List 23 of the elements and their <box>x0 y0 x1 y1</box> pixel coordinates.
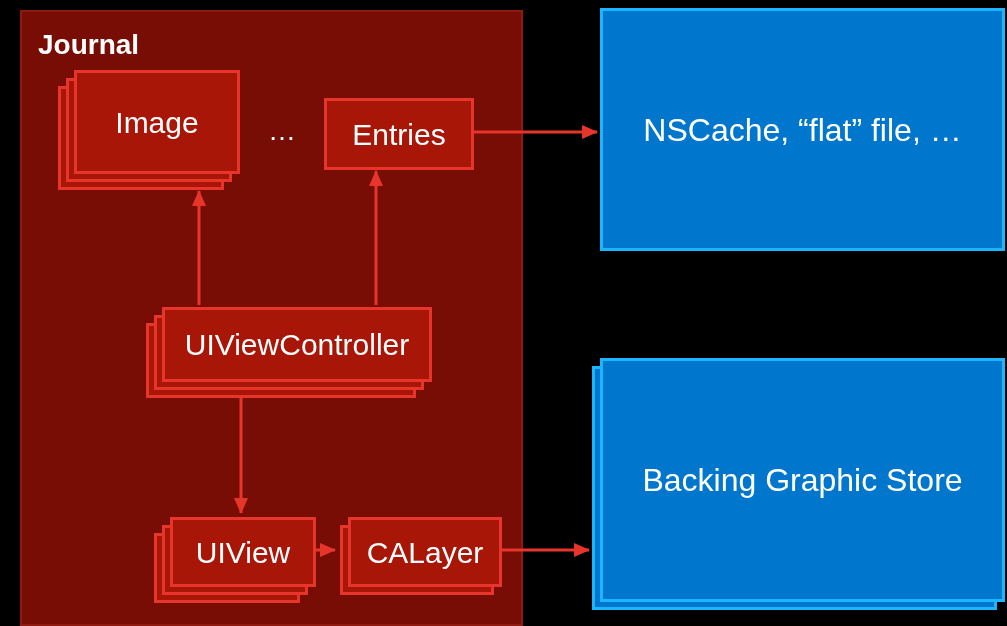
arrow <box>234 396 248 514</box>
group-container <box>20 10 523 626</box>
class-box <box>162 307 432 382</box>
ellipsis-label: … <box>268 114 296 148</box>
class-box <box>74 70 240 174</box>
arrow <box>314 543 336 557</box>
storage-box <box>600 8 1005 251</box>
box-label: Entries <box>352 116 446 153</box>
box-label: Backing Graphic Store <box>641 461 964 500</box>
arrow <box>500 543 590 557</box>
group-title: Journal <box>38 28 140 62</box>
class-box <box>324 98 474 170</box>
storage-box <box>600 358 1005 602</box>
box-label: Image <box>115 104 199 141</box>
box-label: CALayer <box>366 534 484 571</box>
class-box <box>348 517 502 587</box>
box-label: UIView <box>195 534 291 571</box>
arrow <box>192 190 206 305</box>
class-box <box>170 517 316 587</box>
box-label: UIViewController <box>184 327 410 363</box>
arrow <box>369 170 383 305</box>
box-label: NSCache, “flat” file, … <box>642 110 963 150</box>
arrow <box>472 125 598 139</box>
